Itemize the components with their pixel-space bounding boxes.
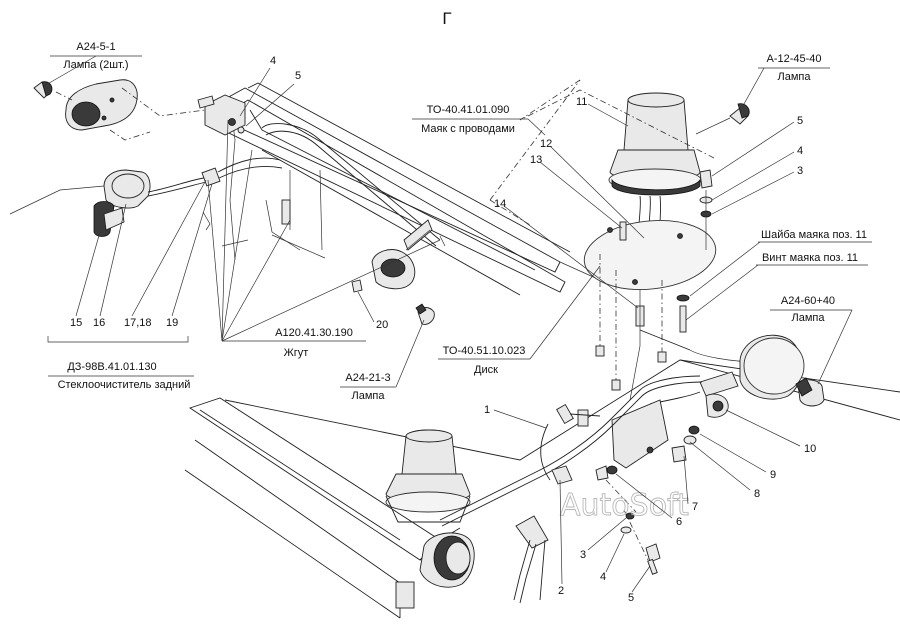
pos-16: 16 bbox=[93, 317, 105, 329]
pos-8: 8 bbox=[754, 488, 760, 500]
pos-6: 6 bbox=[676, 516, 682, 528]
roof-bracket bbox=[197, 94, 246, 136]
pos-3-right: 3 bbox=[797, 165, 803, 177]
lower-left-headlamp bbox=[419, 532, 475, 588]
label-beacon-lamp-name: Лампа bbox=[778, 71, 812, 83]
pos-3-bottom: 3 bbox=[580, 549, 586, 561]
cab-interior-lamp bbox=[351, 219, 446, 325]
pos-12: 12 bbox=[540, 138, 552, 150]
pos-19: 19 bbox=[166, 317, 178, 329]
pos-2: 2 bbox=[558, 585, 564, 597]
lower-beacon bbox=[385, 429, 471, 523]
upper-beacon bbox=[489, 79, 750, 401]
pos-5-right: 5 bbox=[797, 115, 803, 127]
label-rear-wiper-code: ДЗ-98В.41.01.130 bbox=[67, 361, 156, 373]
pos-4-bottom: 4 bbox=[600, 571, 606, 583]
pos-13: 13 bbox=[530, 154, 542, 166]
label-headlamp-lamp-code: А24-60+40 bbox=[781, 295, 835, 307]
pos-5-bottom: 5 bbox=[628, 592, 634, 604]
pos-20: 20 bbox=[376, 319, 388, 331]
label-cab-lamp-name: Лампа bbox=[352, 390, 386, 402]
label-wiper-lamp-name: Лампа (2шт.) bbox=[63, 59, 128, 71]
pos-5-top: 5 bbox=[295, 70, 301, 82]
lower-wiring-harness bbox=[439, 375, 703, 604]
headlamp-bracket-hardware bbox=[595, 393, 729, 575]
label-cab-lamp-code: А24-21-3 bbox=[345, 372, 390, 384]
label-beacon-lamp-code: А-12-45-40 bbox=[766, 53, 821, 65]
label-beacon-name: Маяк с проводами bbox=[421, 123, 515, 135]
label-disk-name: Диск bbox=[474, 364, 498, 376]
label-harness-name: Жгут bbox=[284, 347, 309, 359]
pos-11: 11 bbox=[576, 96, 587, 108]
label-rear-wiper-name: Стеклоочиститель задний bbox=[58, 379, 191, 391]
pos-15: 15 bbox=[70, 317, 82, 329]
sheet-letter: Г bbox=[442, 9, 451, 28]
rear-wiper-motor bbox=[9, 157, 283, 237]
pos-10: 10 bbox=[804, 443, 816, 455]
pos-7: 7 bbox=[692, 501, 698, 513]
right-headlamp bbox=[649, 334, 825, 407]
pos-9: 9 bbox=[770, 469, 776, 481]
pos-4-right: 4 bbox=[797, 145, 803, 157]
label-headlamp-lamp-name: Лампа bbox=[792, 312, 826, 324]
label-wiper-lamp-code: А24-5-1 bbox=[76, 41, 115, 53]
label-beacon-code: ТО-40.41.01.090 bbox=[427, 104, 510, 116]
pos-17-18: 17,18 bbox=[124, 317, 152, 329]
callout-labels: А24-5-1 Лампа (2шт.) ТО-40.41.01.090 Мая… bbox=[43, 41, 872, 402]
pos-14: 14 bbox=[494, 198, 506, 210]
label-screw-11: Винт маяка поз. 11 bbox=[762, 252, 858, 264]
pos-4-top: 4 bbox=[270, 55, 276, 67]
wiper-lamp-assembly bbox=[33, 79, 206, 141]
watermark: AutoSoft bbox=[560, 488, 689, 523]
position-numbers: 4 5 11 12 13 14 5 4 3 15 16 17,18 19 20 … bbox=[70, 55, 816, 604]
label-harness-code: А120.41.30.190 bbox=[275, 327, 353, 339]
pos-1: 1 bbox=[484, 404, 490, 416]
label-disk-code: ТО-40.51.10.023 bbox=[443, 345, 526, 357]
label-washer-11: Шайба маяка поз. 11 bbox=[761, 229, 867, 241]
